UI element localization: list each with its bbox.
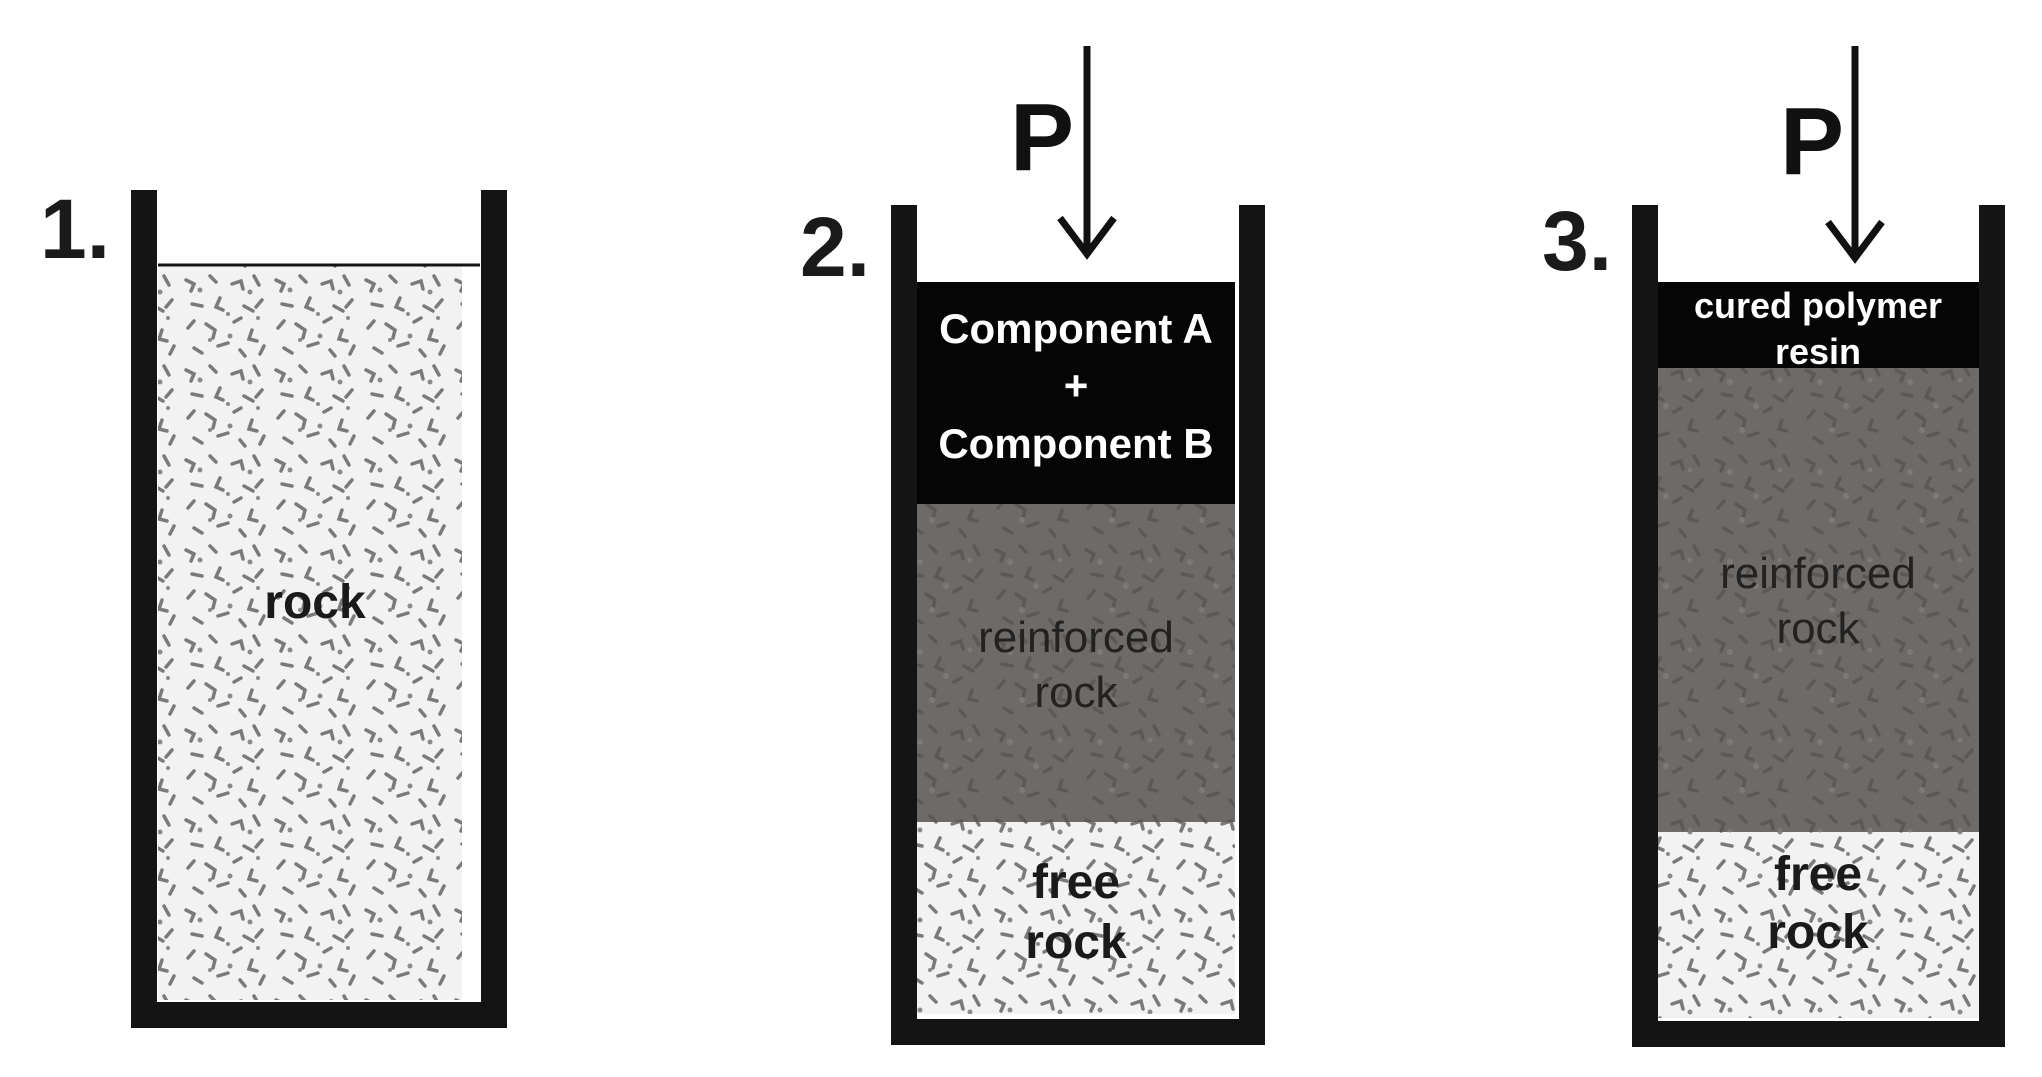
pressure-label: P [1780,88,1844,195]
pressure-arrow-head-icon [1057,215,1117,260]
rock-layer [158,265,462,1000]
panel-3: 3. P cured polymer resin reinforced rock… [1542,46,2005,1047]
reinforced-rock-label-line-2: rock [1776,604,1860,653]
step-number-2: 2. [800,200,870,294]
resin-label-line-2: resin [1775,331,1861,372]
container-walls [1632,205,2005,1047]
panel-1: 1. rock [40,182,507,1028]
free-rock-label-line-1: free [1774,848,1862,901]
resin-label-line-1: Component A [939,305,1213,352]
resin-layer [917,282,1235,504]
rock-label: rock [264,576,366,629]
pressure-label: P [1010,84,1074,191]
pressure-arrow-head-icon [1825,219,1885,264]
free-rock-layer [1657,832,1979,1018]
resin-label-line-3: Component B [938,420,1213,467]
container-walls [891,205,1265,1045]
free-rock-label-line-2: rock [1767,906,1869,959]
resin-label-line-2: + [1064,362,1089,409]
reinforced-rock-layer [917,504,1235,822]
free-rock-label-line-1: free [1032,856,1120,909]
resin-label-line-1: cured polymer [1694,285,1942,326]
reinforced-rock-layer [1657,368,1979,832]
reinforced-rock-label-line-1: reinforced [978,613,1174,662]
reinforced-rock-label-line-2: rock [1034,668,1118,717]
step-number-1: 1. [40,182,110,276]
free-rock-label-line-2: rock [1025,916,1127,969]
panel-2: 2. P Component A + Component B reinforce… [800,46,1265,1045]
resin-layer [1657,282,1979,368]
container-walls [131,190,507,1028]
step-number-3: 3. [1542,194,1612,288]
reinforced-rock-label-line-1: reinforced [1720,549,1916,598]
free-rock-layer [917,822,1235,1014]
